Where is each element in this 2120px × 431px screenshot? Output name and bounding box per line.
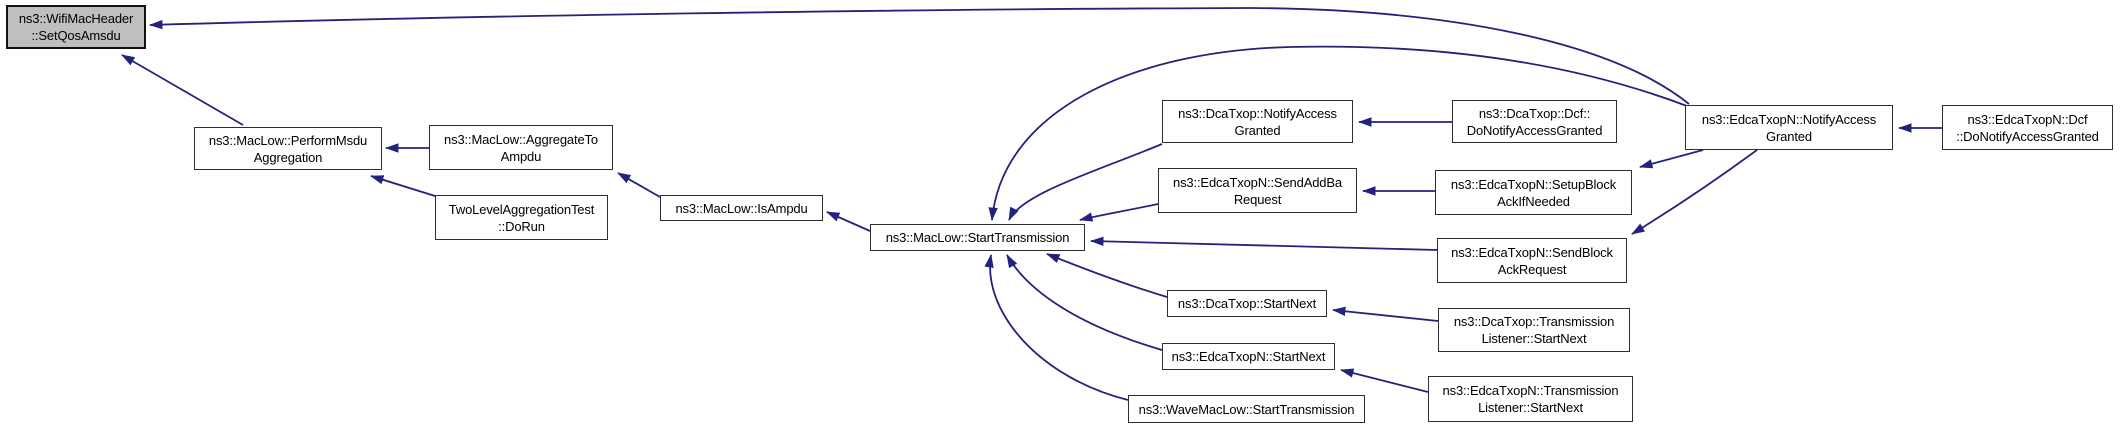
edge-edcatxopn-notify-access-to-setqosamsdu xyxy=(149,7,1690,105)
node-label-line: Granted xyxy=(1766,128,1812,144)
node-label-line: AckRequest xyxy=(1497,261,1567,277)
node-label-line: AckIfNeeded xyxy=(1497,193,1570,209)
node-label-line: ns3::EdcaTxopN::SetupBlock xyxy=(1450,176,1617,192)
node-label-line: ns3::EdcaTxopN::Dcf xyxy=(1967,111,2088,127)
node-label-line: ns3::EdcaTxopN::SendAddBa xyxy=(1173,174,1342,190)
edge-edcatxopn-listener-startnext-to-edcatxopn-startnext xyxy=(1340,368,1429,393)
node-label-line: ns3::DcaTxop::NotifyAccess xyxy=(1178,105,1337,121)
graph-node-edcatxopn-startnext[interactable]: ns3::EdcaTxopN::StartNext xyxy=(1162,343,1335,370)
graph-node-is-ampdu[interactable]: ns3::MacLow::IsAmpdu xyxy=(660,195,823,221)
edge-edcatxopn-notify-access-to-start-transmission xyxy=(988,45,1688,221)
node-label-line: Listener::StartNext xyxy=(1478,400,1583,415)
edge-edcatxopn-notify-access-to-setup-blockack-ifneeded xyxy=(1639,149,1704,169)
node-label-line: ::DoRun xyxy=(498,218,545,234)
node-label-line: ::DoNotifyAccessGranted xyxy=(1956,128,2099,144)
node-label-line: ns3::DcaTxop::Transmission xyxy=(1453,314,1615,329)
node-label-line: Aggregation xyxy=(253,149,323,165)
graph-node-dcatxop-dcf-donotify[interactable]: ns3::DcaTxop::Dcf::DoNotifyAccessGranted xyxy=(1452,100,1617,143)
edge-edcatxopn-startnext-to-start-transmission xyxy=(1006,254,1163,351)
node-label-line: ns3::MacLow::StartTransmission xyxy=(885,230,1070,245)
node-label-line: ns3::EdcaTxopN::Transmission xyxy=(1442,383,1619,398)
edge-dcatxop-startnext-to-start-transmission xyxy=(1046,253,1168,298)
edge-send-blockack-request-to-start-transmission xyxy=(1090,236,1438,251)
node-label-line: ns3::MacLow::AggregateTo xyxy=(444,131,598,147)
node-label-line: ns3::DcaTxop::StartNext xyxy=(1177,296,1317,311)
node-label-line: ns3::MacLow::IsAmpdu xyxy=(675,200,808,216)
node-label-line: TwoLevelAggregationTest xyxy=(448,201,595,217)
node-label-line: ns3::MacLow::PerformMsdu xyxy=(208,132,368,148)
edge-is-ampdu-to-aggregate-to-ampdu xyxy=(617,172,661,198)
node-label-line: ns3::EdcaTxopN::NotifyAccess xyxy=(1701,111,1877,127)
node-label-line: ns3::WaveMacLow::StartTransmission xyxy=(1138,401,1355,417)
node-label-line: Ampdu xyxy=(500,148,542,164)
graph-node-twolevel-dorun[interactable]: TwoLevelAggregationTest::DoRun xyxy=(435,195,608,240)
graph-node-start-transmission[interactable]: ns3::MacLow::StartTransmission xyxy=(870,224,1085,251)
edge-dcatxop-listener-startnext-to-dcatxop-startnext xyxy=(1332,306,1439,322)
edge-twolevel-dorun-to-perform-msdu-aggregation xyxy=(370,175,436,197)
graph-node-setqosamsdu: ns3::WifiMacHeader::SetQosAmsdu xyxy=(6,5,146,49)
graph-node-edcatxopn-dcf-donotify[interactable]: ns3::EdcaTxopN::Dcf::DoNotifyAccessGrant… xyxy=(1942,105,2113,150)
edge-wavemaclow-starttx-to-start-transmission xyxy=(984,254,1129,401)
node-label-line: ns3::DcaTxop::Dcf:: xyxy=(1478,105,1591,121)
node-label-line: ns3::EdcaTxopN::StartNext xyxy=(1171,349,1326,364)
edge-start-transmission-to-is-ampdu xyxy=(826,211,871,232)
edge-edcatxopn-notify-access-to-send-blockack-request xyxy=(1631,149,1758,235)
node-label-line: DoNotifyAccessGranted xyxy=(1466,122,1603,138)
edge-perform-msdu-aggregation-to-setqosamsdu xyxy=(121,54,244,126)
graph-node-dcatxop-startnext[interactable]: ns3::DcaTxop::StartNext xyxy=(1167,290,1327,317)
node-label-line: ns3::EdcaTxopN::SendBlock xyxy=(1451,244,1613,260)
node-label-line: Granted xyxy=(1234,122,1281,138)
node-label-line: Listener::StartNext xyxy=(1481,331,1587,346)
edge-dcatxop-notify-access-to-start-transmission xyxy=(1008,143,1163,221)
node-label-line: Request xyxy=(1233,191,1282,207)
node-label-line: ::SetQosAmsdu xyxy=(31,28,121,43)
edge-send-addba-request-to-start-transmission xyxy=(1079,203,1159,222)
graph-node-wavemaclow-starttx[interactable]: ns3::WaveMacLow::StartTransmission xyxy=(1128,395,1365,423)
node-label-line: ns3::WifiMacHeader xyxy=(18,11,134,26)
